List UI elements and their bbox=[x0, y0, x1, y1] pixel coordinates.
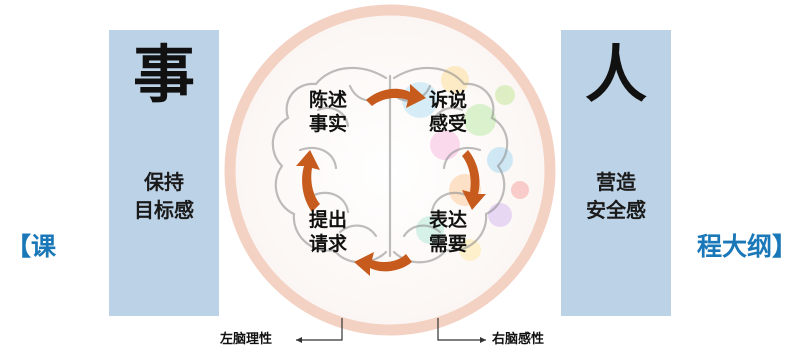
course-title-right: 程大纲】 bbox=[697, 232, 798, 261]
left-panel bbox=[109, 30, 219, 316]
left-brain-label: 左脑理性 bbox=[220, 332, 273, 347]
left-panel-char: 事 bbox=[132, 38, 195, 111]
arrow-top bbox=[366, 84, 426, 108]
left-panel-subtitle: 保持 目标感 bbox=[134, 170, 194, 222]
label-leaders bbox=[296, 318, 486, 341]
cycle-node-facts: 陈述 事实 bbox=[308, 89, 347, 135]
cycle-arrows bbox=[296, 84, 486, 276]
right-brain-label: 右脑感性 bbox=[492, 332, 545, 347]
course-title-left: 【课 bbox=[6, 232, 57, 261]
arrow-bottom bbox=[354, 252, 412, 276]
right-panel-subtitle: 营造 安全感 bbox=[586, 170, 646, 222]
cycle-node-needs: 表达 需要 bbox=[428, 209, 467, 255]
arrow-right bbox=[462, 150, 486, 210]
cycle-node-requests: 提出 请求 bbox=[308, 209, 347, 255]
right-panel bbox=[561, 30, 671, 316]
cycle-node-feelings: 诉说 感受 bbox=[428, 89, 467, 135]
arrow-left bbox=[296, 150, 320, 212]
right-panel-char: 人 bbox=[584, 38, 647, 111]
color-splash bbox=[402, 66, 529, 261]
